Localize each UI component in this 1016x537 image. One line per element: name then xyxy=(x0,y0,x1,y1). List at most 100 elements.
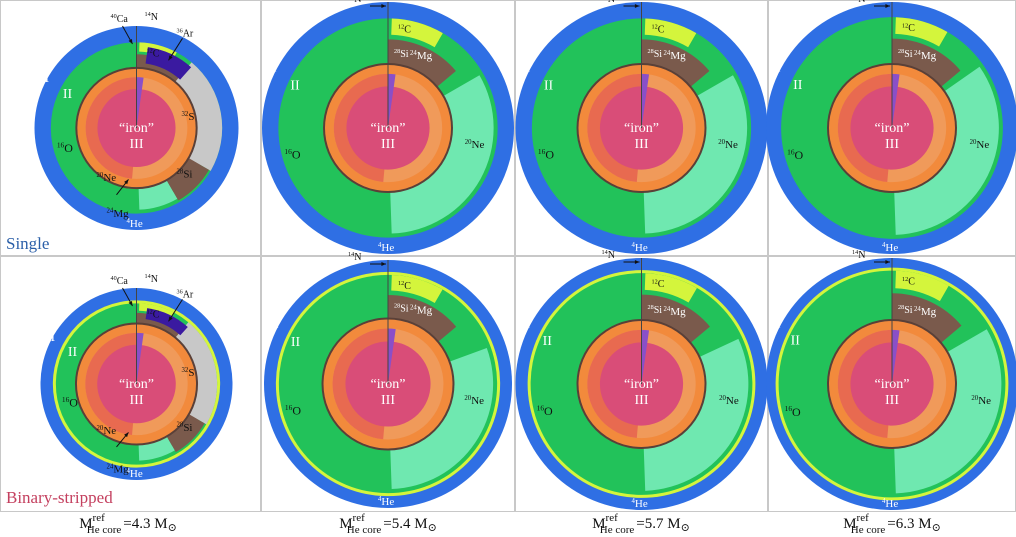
si28-wedge xyxy=(166,413,205,453)
caption-value: =5.4 M xyxy=(383,516,427,532)
row-label-binary: Binary-stripped xyxy=(6,488,113,507)
ca40-arrow-head xyxy=(128,301,133,306)
ne20-label: 20Ne xyxy=(465,139,485,151)
mg24-label-element: Mg xyxy=(113,463,129,475)
ar36-label-mass: 36 xyxy=(177,28,183,35)
c12-label: 12C xyxy=(902,276,915,288)
he4-label-mass: 4 xyxy=(127,468,131,475)
ne20-label-element: Ne xyxy=(978,395,991,407)
ne20-wedge xyxy=(390,348,494,490)
ar36-label-element: Ar xyxy=(183,289,194,300)
si28-label-element: Si xyxy=(400,304,409,315)
si28-label-mass: 28 xyxy=(898,304,904,311)
ar36-arrow-head xyxy=(168,316,173,322)
panel-frame xyxy=(0,256,261,512)
mg24-label-element: Mg xyxy=(417,50,433,62)
ne20-label-mass: 20 xyxy=(718,139,725,146)
zone-iii-label: III xyxy=(381,393,395,408)
ar36-label-mass: 36 xyxy=(177,289,183,296)
he4-label-element: He xyxy=(130,468,143,480)
n14-label: 14N xyxy=(602,0,615,5)
ca40-label: 40Ca xyxy=(111,13,129,25)
c12-label-mass: 12 xyxy=(652,278,658,285)
caption-value: =4.3 M xyxy=(123,516,167,532)
o16-label-element: O xyxy=(795,148,804,162)
caption-m: M xyxy=(843,516,856,532)
o16-label-element: O xyxy=(69,396,78,410)
c12-wedge xyxy=(895,17,948,47)
o16-label-mass: 16 xyxy=(284,147,292,156)
zone-ii-label: II xyxy=(793,78,803,93)
he4-label-element: He xyxy=(885,498,898,510)
n14-label-element: N xyxy=(858,0,865,5)
ar36-label: 36Ar xyxy=(177,28,194,40)
n14-label: 14N xyxy=(348,0,361,5)
si28-label-mass: 28 xyxy=(648,304,654,311)
o16-label-element: O xyxy=(544,404,553,418)
mg24-arrow-head xyxy=(124,432,129,438)
n14-label-element: N xyxy=(608,250,615,261)
caption-value: =5.7 M xyxy=(636,516,680,532)
ar36-label-element: Ar xyxy=(183,28,194,39)
c12-label-mass: 12 xyxy=(652,24,658,31)
caption-sup: ref xyxy=(93,512,106,524)
c12-wedge xyxy=(391,274,443,304)
c12-label-element: C xyxy=(908,277,915,288)
caption-sun: ⊙ xyxy=(428,522,437,534)
iron-label: “iron” xyxy=(624,121,659,136)
he4-label-mass: 4 xyxy=(632,242,636,249)
si28-label-element: Si xyxy=(183,169,192,181)
iron-label: “iron” xyxy=(875,121,910,136)
zone-i-label: I xyxy=(45,71,50,86)
mg24-wedge xyxy=(641,294,710,344)
n14-label-mass: 14 xyxy=(602,249,608,256)
ne20-label-mass: 20 xyxy=(465,139,472,146)
n14-label-element: N xyxy=(151,274,158,285)
si28-label-element: Si xyxy=(654,305,663,316)
n14-label-mass: 14 xyxy=(145,11,151,18)
si28-wedge xyxy=(166,157,209,201)
he4-label: 4He xyxy=(127,468,143,480)
he4-label: 4He xyxy=(127,218,143,230)
zone-iii-label: III xyxy=(635,137,649,152)
si28-label-element: Si xyxy=(400,49,409,60)
caption-sun: ⊙ xyxy=(168,522,177,534)
mg24-label: 24Mg xyxy=(664,306,687,318)
caption-sup: ref xyxy=(353,512,366,524)
ca40-arrow-head xyxy=(128,39,133,44)
n14-label-mass: 14 xyxy=(852,249,858,256)
mg24-label: 24Mg xyxy=(410,50,433,62)
ca40-label-element: Ca xyxy=(117,276,129,287)
c12-label: 12C xyxy=(652,24,665,36)
c12-label-mass: 12 xyxy=(147,309,153,316)
mg24-arrow-head xyxy=(124,179,129,185)
s32-label-element: S xyxy=(188,111,194,123)
s32-label: 32S xyxy=(182,111,195,123)
c12-label-element: C xyxy=(404,24,411,35)
si28-label-element: Si xyxy=(654,49,663,60)
si28-label-element: Si xyxy=(183,422,192,434)
n14-arrow-head xyxy=(634,4,640,8)
zone-i-label: I xyxy=(51,330,56,345)
he4-label-element: He xyxy=(885,242,898,254)
o16-label-mass: 16 xyxy=(787,147,795,156)
zone-iii-label: III xyxy=(635,393,649,408)
c12-label-mass: 12 xyxy=(398,280,404,287)
o16-label-element: O xyxy=(292,404,301,418)
ne20-label-element: Ne xyxy=(726,395,739,407)
ne20-label-mass: 20 xyxy=(971,395,978,402)
mg24-label: 24Mg xyxy=(107,463,130,475)
mg24-label: 24Mg xyxy=(914,306,937,318)
mg24-label: 24Mg xyxy=(664,50,687,62)
he4-label: 4He xyxy=(378,496,394,508)
zone-i-label: I xyxy=(526,316,531,331)
he4-label-element: He xyxy=(635,242,648,254)
